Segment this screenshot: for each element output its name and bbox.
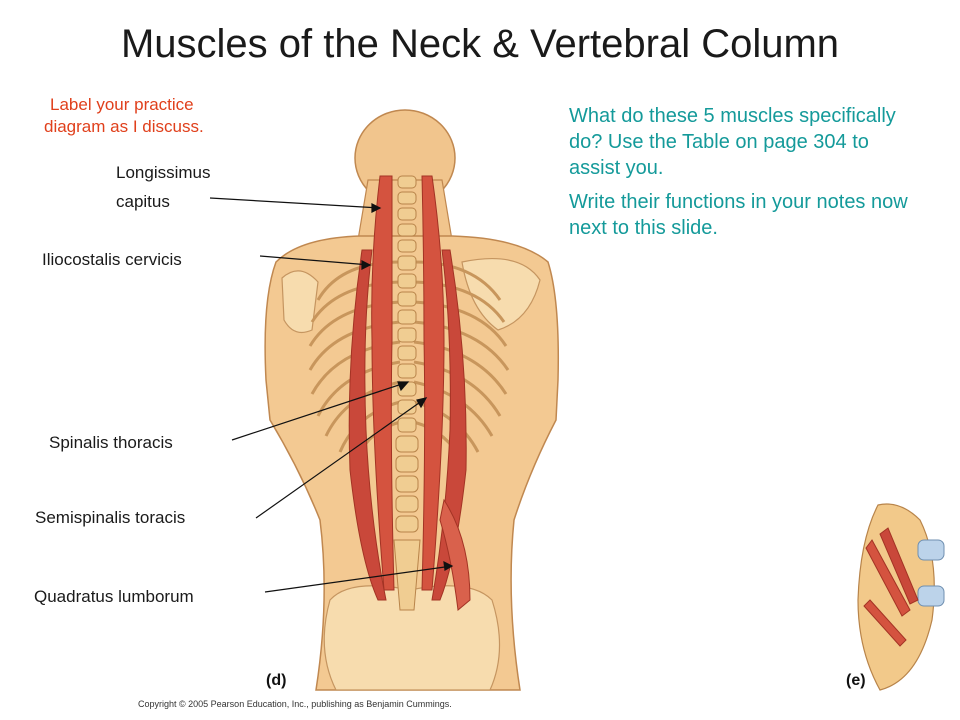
muscle-right-iliocostalis bbox=[431, 249, 467, 601]
panel-label-d: (d) bbox=[266, 672, 287, 689]
label-spinalis: Spinalis thoracis bbox=[49, 433, 173, 452]
instruction-line-2: diagram as I discuss. bbox=[44, 117, 204, 136]
panel-label-e: (e) bbox=[846, 672, 866, 689]
vertebral-column bbox=[393, 175, 421, 611]
label-pointers bbox=[209, 197, 454, 593]
muscle-left-longissimus bbox=[371, 175, 395, 591]
scapula-right bbox=[461, 257, 541, 331]
practice-instruction: Label your practice diagram as I discuss… bbox=[44, 94, 204, 138]
muscle-bands bbox=[348, 175, 471, 611]
question-text: What do these 5 muscles specifically do?… bbox=[569, 105, 896, 179]
label-quadratus: Quadratus lumborum bbox=[34, 587, 194, 606]
inset-panel-e bbox=[857, 503, 945, 691]
label-iliocostalis: Iliocostalis cervicis bbox=[42, 250, 182, 269]
copyright-notice: Copyright © 2005 Pearson Education, Inc.… bbox=[138, 699, 452, 709]
label-longissimus-line2: capitus bbox=[116, 192, 170, 211]
muscle-right-longissimus bbox=[421, 175, 445, 591]
question-block: What do these 5 muscles specifically do?… bbox=[569, 103, 909, 249]
muscle-quadratus bbox=[439, 498, 471, 611]
slide-title: Muscles of the Neck & Vertebral Column bbox=[120, 22, 840, 66]
label-longissimus-line1: Longissimus bbox=[116, 163, 211, 182]
muscle-left-iliocostalis bbox=[348, 249, 387, 601]
instruction-line-1: Label your practice bbox=[50, 95, 194, 114]
label-semispinalis: Semispinalis toracis bbox=[35, 508, 186, 527]
shoulder-left bbox=[281, 270, 319, 333]
task-text: Write their functions in your notes now … bbox=[569, 191, 908, 239]
